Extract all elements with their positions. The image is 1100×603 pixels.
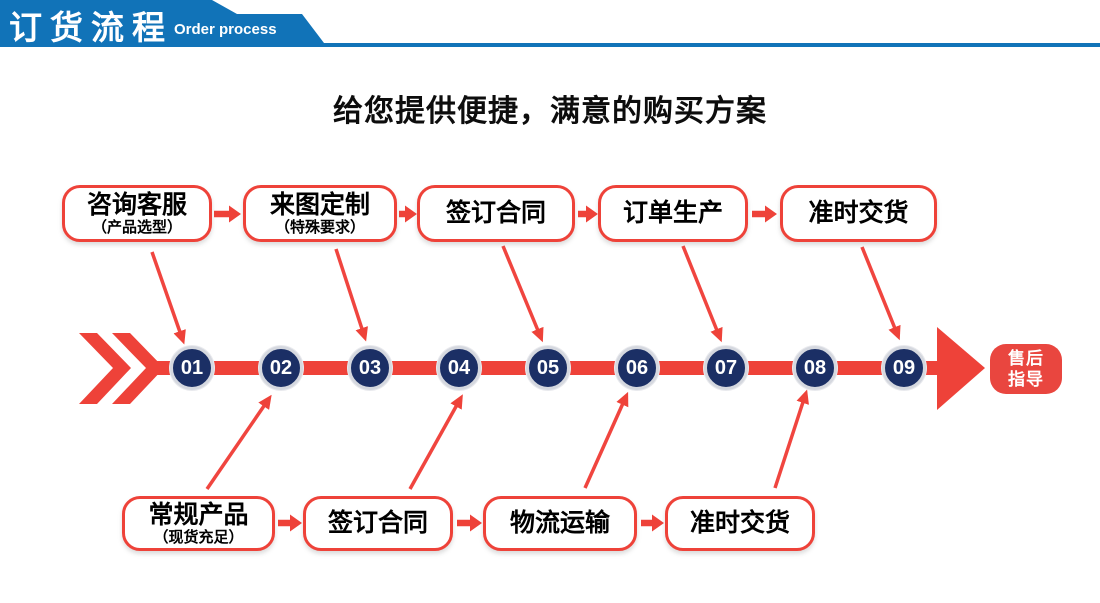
step-box-sign-contract-bottom: 签订合同 xyxy=(303,496,453,551)
after-sales-badge-line2: 指导 xyxy=(1008,370,1044,389)
timeline-step-04: 04 xyxy=(437,346,481,390)
step-box-sublabel: （特殊要求） xyxy=(274,218,365,236)
headline: 给您提供便捷，满意的购买方案 xyxy=(333,95,767,128)
timeline-step-09: 09 xyxy=(882,346,926,390)
step-box-label: 来图定制 xyxy=(269,190,370,219)
bottom-to-timeline-arrows xyxy=(205,389,809,490)
flow-arrowhead-icon xyxy=(937,327,985,410)
step-box-label: 准时交货 xyxy=(808,199,909,227)
step-box-label: 签订合同 xyxy=(445,199,546,227)
step-box-label: 咨询客服 xyxy=(86,190,187,219)
timeline-step-02: 02 xyxy=(259,346,303,390)
timeline-step-03: 03 xyxy=(348,346,392,390)
step-box-label: 订单生产 xyxy=(622,199,723,227)
header-banner-shape xyxy=(0,0,1100,47)
timeline-step-08: 08 xyxy=(793,346,837,390)
step-box-ontime-delivery-top: 准时交货 xyxy=(780,185,937,242)
step-box-sublabel: （现货充足） xyxy=(153,528,244,546)
step-box-custom-drawing: 来图定制 （特殊要求） xyxy=(243,185,397,242)
after-sales-badge: 售后 指导 xyxy=(990,344,1062,394)
timeline-step-06: 06 xyxy=(615,346,659,390)
after-sales-badge-line1: 售后 xyxy=(1008,349,1044,368)
double-chevron-icon xyxy=(79,333,164,404)
page-subtitle: Order process xyxy=(174,21,277,38)
step-box-logistics: 物流运输 xyxy=(483,496,637,551)
timeline-step-07: 07 xyxy=(704,346,748,390)
step-box-label: 签订合同 xyxy=(327,509,428,537)
top-to-timeline-arrows xyxy=(150,245,901,345)
step-box-label: 常规产品 xyxy=(148,500,249,529)
step-box-label: 准时交货 xyxy=(689,509,790,537)
step-box-consult-service: 咨询客服 （产品选型） xyxy=(62,185,212,242)
step-box-order-production: 订单生产 xyxy=(598,185,748,242)
step-box-ontime-delivery-bottom: 准时交货 xyxy=(665,496,815,551)
step-box-label: 物流运输 xyxy=(509,509,610,537)
step-box-regular-product: 常规产品 （现货充足） xyxy=(122,496,275,551)
step-box-sign-contract-top: 签订合同 xyxy=(417,185,575,242)
timeline-step-01: 01 xyxy=(170,346,214,390)
step-box-sublabel: （产品选型） xyxy=(91,218,182,236)
page-title: 订货流程 xyxy=(9,9,173,46)
timeline-step-05: 05 xyxy=(526,346,570,390)
